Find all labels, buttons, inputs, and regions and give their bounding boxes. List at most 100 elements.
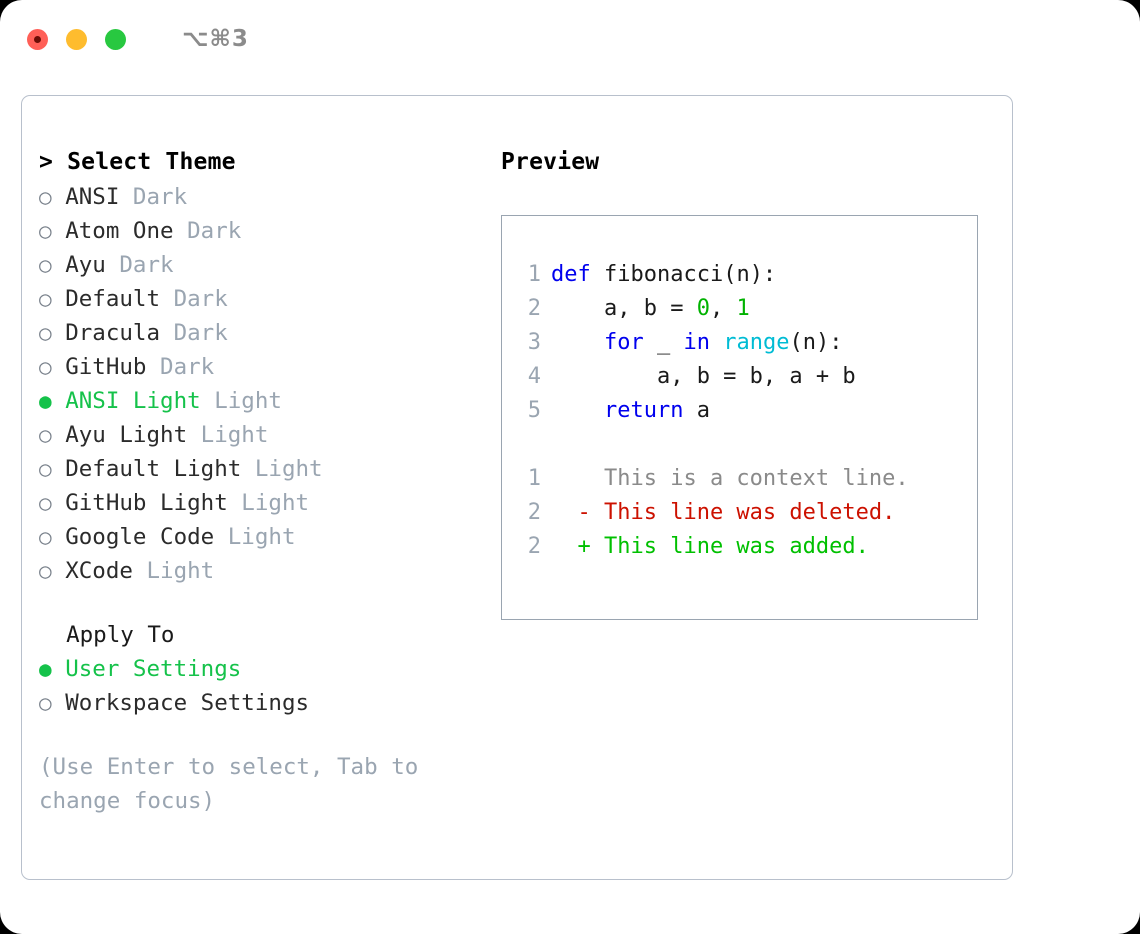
code-token <box>551 398 604 423</box>
code-line: 3 for _ in range(n): <box>517 326 971 360</box>
code-token: def <box>551 262 591 287</box>
line-number: 1 <box>527 466 541 491</box>
radio-unselected-icon: ○ <box>39 253 52 277</box>
code-token: in <box>683 330 710 355</box>
close-button[interactable] <box>27 28 48 50</box>
apply-to-option-label: Workspace Settings <box>51 690 310 716</box>
radio-unselected-icon: ○ <box>39 691 52 715</box>
title-bar: ⌥⌘3 <box>0 0 1140 78</box>
radio-unselected-icon: ○ <box>39 457 52 481</box>
main-panel: > Select Theme ○ ANSI Dark○ Atom One Dar… <box>21 95 1013 880</box>
code-line: 2 a, b = 0, 1 <box>517 292 971 326</box>
apply-to-option-user-settings[interactable]: ● User Settings <box>39 652 479 686</box>
theme-option-label: Default Light <box>51 456 242 482</box>
code-token: a, b = b, a + b <box>551 364 856 389</box>
code-token: 1 <box>736 296 750 321</box>
theme-option-label: Dracula <box>51 320 161 346</box>
radio-unselected-icon: ○ <box>39 491 52 515</box>
theme-option-kind: Dark <box>119 184 188 210</box>
code-token: a <box>683 398 710 423</box>
theme-option-label: ANSI <box>51 184 120 210</box>
theme-option-kind: Dark <box>173 218 242 244</box>
line-number: 3 <box>527 330 541 355</box>
apply-to-option-workspace-settings[interactable]: ○ Workspace Settings <box>39 686 479 720</box>
diff-line-deleted: 2 - This line was deleted. <box>517 496 971 530</box>
theme-option-ansi[interactable]: ○ ANSI Dark <box>39 180 479 214</box>
theme-option-label: Default <box>51 286 161 312</box>
theme-option-label: GitHub <box>51 354 147 380</box>
radio-selected-icon: ● <box>39 389 52 413</box>
code-token: fibonacci(n): <box>590 262 777 287</box>
radio-unselected-icon: ○ <box>39 525 52 549</box>
theme-option-xcode[interactable]: ○ XCode Light <box>39 554 479 588</box>
theme-option-kind: Light <box>132 558 215 584</box>
diff-line-text: This line was added. <box>603 534 869 559</box>
code-token: 0 <box>696 296 710 321</box>
theme-selector-pane: > Select Theme ○ ANSI Dark○ Atom One Dar… <box>39 144 479 818</box>
diff-marker-icon: + <box>551 534 604 559</box>
apply-to-option-label: User Settings <box>51 656 242 682</box>
minimize-button[interactable] <box>66 28 87 50</box>
line-number: 2 <box>527 534 541 559</box>
theme-option-label: Ayu Light <box>51 422 188 448</box>
theme-option-kind: Light <box>200 388 282 414</box>
code-line: 5 return a <box>517 394 971 428</box>
radio-unselected-icon: ○ <box>39 355 52 379</box>
theme-option-github-light[interactable]: ○ GitHub Light Light <box>39 486 479 520</box>
radio-selected-icon: ● <box>39 657 52 681</box>
code-token <box>710 330 723 355</box>
diff-line-text: This is a context line. <box>603 466 909 491</box>
maximize-button[interactable] <box>105 28 126 50</box>
select-theme-heading: > Select Theme <box>39 149 236 175</box>
theme-option-kind: Light <box>187 422 269 448</box>
theme-option-default[interactable]: ○ Default Dark <box>39 282 479 316</box>
code-token: for <box>603 330 644 355</box>
code-token <box>551 330 604 355</box>
line-number: 1 <box>527 262 541 287</box>
theme-option-label: XCode <box>51 558 133 584</box>
diff-line-added: 2 + This line was added. <box>517 530 971 564</box>
theme-option-dracula[interactable]: ○ Dracula Dark <box>39 316 479 350</box>
theme-option-kind: Dark <box>160 286 228 312</box>
theme-option-ayu[interactable]: ○ Ayu Dark <box>39 248 479 282</box>
line-number: 4 <box>527 364 541 389</box>
radio-unselected-icon: ○ <box>39 219 52 243</box>
code-line: 4 a, b = b, a + b <box>517 360 971 394</box>
radio-unselected-icon: ○ <box>39 185 52 209</box>
radio-unselected-icon: ○ <box>39 423 52 447</box>
theme-option-label: GitHub Light <box>51 490 228 516</box>
theme-option-kind: Dark <box>160 320 228 346</box>
line-number: 5 <box>527 398 541 423</box>
theme-option-google-code[interactable]: ○ Google Code Light <box>39 520 479 554</box>
keyboard-shortcut-label: ⌥⌘3 <box>182 26 249 52</box>
line-number: 2 <box>527 500 541 525</box>
keyboard-hint-text: (Use Enter to select, Tab to change focu… <box>39 754 432 814</box>
theme-option-ansi-light[interactable]: ● ANSI Light Light <box>39 384 479 418</box>
radio-unselected-icon: ○ <box>39 287 52 311</box>
diff-marker-icon: - <box>551 500 604 525</box>
theme-option-label: Atom One <box>51 218 174 244</box>
diff-marker-icon <box>551 466 604 491</box>
apply-to-list[interactable]: ● User Settings○ Workspace Settings <box>39 652 479 720</box>
theme-option-github[interactable]: ○ GitHub Dark <box>39 350 479 384</box>
code-token: , <box>709 296 737 321</box>
preview-heading: Preview <box>501 149 600 175</box>
code-token: return <box>603 398 684 423</box>
diff-sample: 1 This is a context line. 2 - This line w… <box>517 462 971 564</box>
section-spacer <box>39 588 479 618</box>
theme-option-label: ANSI Light <box>51 388 201 414</box>
theme-option-atom-one[interactable]: ○ Atom One Dark <box>39 214 479 248</box>
radio-unselected-icon: ○ <box>39 321 52 345</box>
theme-option-kind: Light <box>227 490 310 516</box>
diff-line-text: This line was deleted. <box>603 500 896 525</box>
theme-option-label: Google Code <box>51 524 215 550</box>
theme-option-kind: Dark <box>146 354 215 380</box>
theme-option-ayu-light[interactable]: ○ Ayu Light Light <box>39 418 479 452</box>
code-line: 1 def fibonacci(n): <box>517 258 971 292</box>
code-token: (n): <box>789 330 843 355</box>
theme-option-default-light[interactable]: ○ Default Light Light <box>39 452 479 486</box>
theme-list[interactable]: ○ ANSI Dark○ Atom One Dark○ Ayu Dark○ De… <box>39 180 479 588</box>
